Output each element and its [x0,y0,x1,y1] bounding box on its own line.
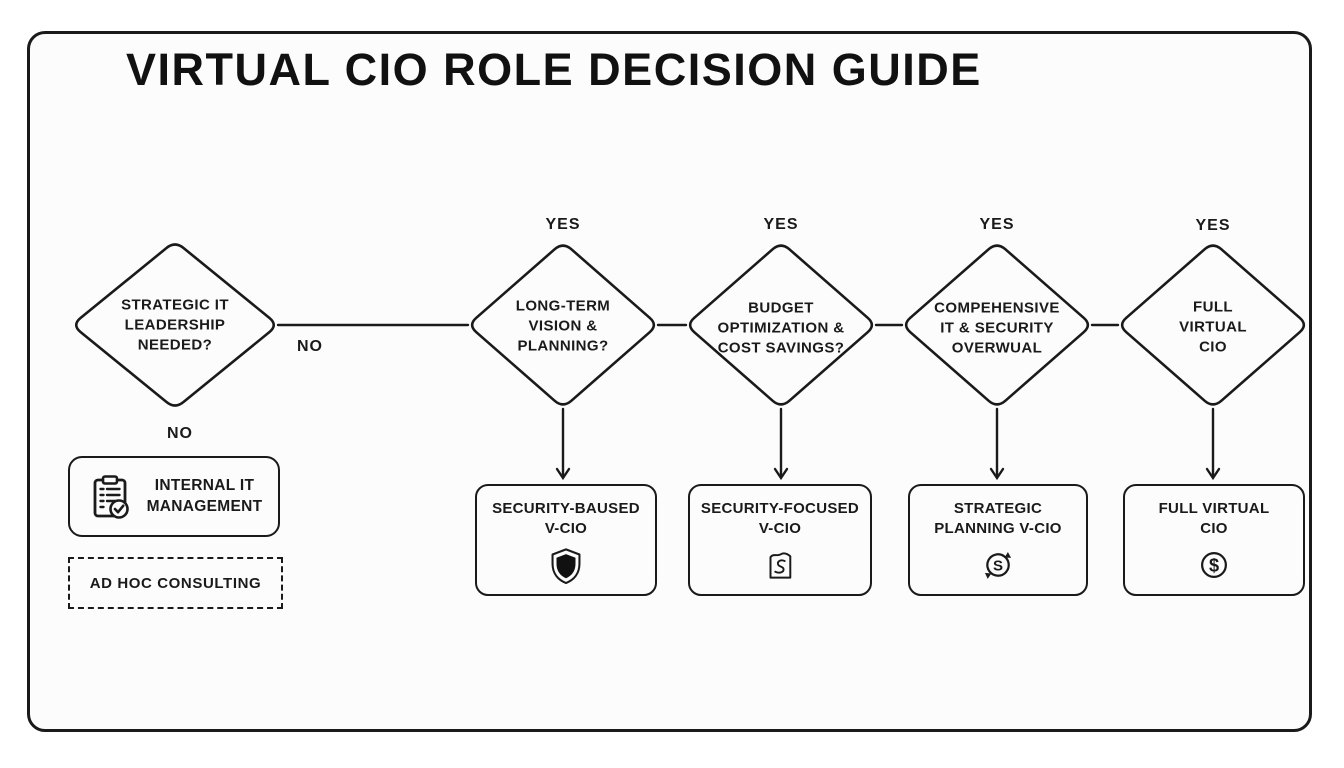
outcome-security-focused-vcio: SECURITY-FOCUSED V-CIO [688,484,872,596]
outcome-security-baused-vcio: SECURITY-BAUSED V-CIO [475,484,657,596]
yes-label: YES [979,216,1015,233]
decision-diamond-shape [904,244,1090,406]
arrow-head [1205,467,1221,481]
yes-label: YES [1195,217,1231,234]
yes-label: YES [763,216,799,233]
arrow-head [555,467,571,481]
decision-comprehensive-overhaul: COMPEHENSIVE IT & SECURITY OVERWUAL [934,299,1060,356]
document-s-icon [769,551,792,579]
internal-it-management-box: INTERNAL IT MANAGEMENT [68,456,280,537]
decision-diamond-shape [1120,244,1306,406]
decision-full-virtual-cio: FULL VIRTUAL CIO [1179,298,1247,355]
decision-long-term-vision: LONG-TERM VISION & PLANNING? [515,297,611,354]
decision-diamond-shape [74,243,276,407]
yes-label: YES [545,216,581,233]
no-label-down: NO [167,425,193,442]
diagram-frame [27,31,1312,732]
dollar-circle-icon: $ [1201,551,1227,578]
svg-text:S: S [993,557,1003,574]
arrow-head [773,467,789,481]
page-title: VIRTUAL CIO ROLE DECISION GUIDE [126,44,982,95]
internal-it-management-label: INTERNAL IT MANAGEMENT [146,477,263,515]
decision-strategic-it-leadership: STRATEGIC IT LEADERSHIP NEEDED? [121,296,229,353]
ad-hoc-consulting-box: AD HOC CONSULTING [68,557,283,609]
arrow-head [989,467,1005,481]
outcome-label: FULL VIRTUAL CIO [1158,500,1270,538]
decision-diamond-shape [688,244,874,406]
svg-text:$: $ [1209,555,1219,575]
clipboard-check-icon [93,474,129,519]
shield-icon [551,547,581,584]
sync-s-icon: S [984,551,1012,579]
outcome-full-virtual-cio: FULL VIRTUAL CIO $ [1123,484,1305,596]
outcome-strategic-planning-vcio: STRATEGIC PLANNING V-CIO S [908,484,1088,596]
no-label-connector: NO [297,338,323,355]
outcome-label: SECURITY-FOCUSED V-CIO [700,500,860,538]
outcome-label: STRATEGIC PLANNING V-CIO [934,500,1062,538]
ad-hoc-consulting-label: AD HOC CONSULTING [89,574,262,592]
outcome-label: SECURITY-BAUSED V-CIO [492,500,640,538]
decision-diamond-shape [470,244,656,406]
decision-budget-optimization: BUDGET OPTIMIZATION & COST SAVINGS? [717,299,845,356]
